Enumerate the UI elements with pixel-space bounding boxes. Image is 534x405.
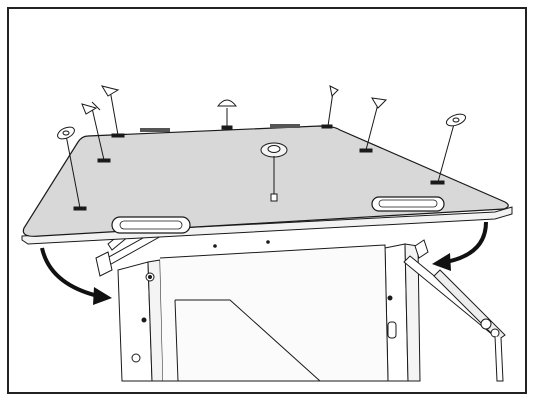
mounting-rod-icon — [216, 99, 238, 130]
mounting-rod-icon — [430, 113, 467, 185]
handle-slot-right — [371, 196, 445, 212]
wing-nut-icon — [260, 142, 288, 202]
slot-back-right — [270, 124, 300, 128]
mounting-rod-icon — [81, 101, 111, 163]
handle-slot-left — [111, 216, 191, 234]
table-top-panel — [21, 124, 513, 245]
support-arm-right — [403, 239, 506, 382]
rotate-arrow-left — [40, 247, 112, 305]
mounting-rod-icon — [359, 97, 388, 153]
frame-border — [7, 7, 527, 394]
mounting-rod-icon — [100, 85, 125, 138]
slot-back-left — [140, 128, 170, 132]
mounting-rods — [57, 85, 467, 211]
mounting-rod-icon — [57, 126, 87, 211]
mounting-rod-icon — [321, 85, 339, 129]
cabinet-frame — [117, 240, 421, 382]
rotate-arrow-right — [432, 221, 488, 271]
